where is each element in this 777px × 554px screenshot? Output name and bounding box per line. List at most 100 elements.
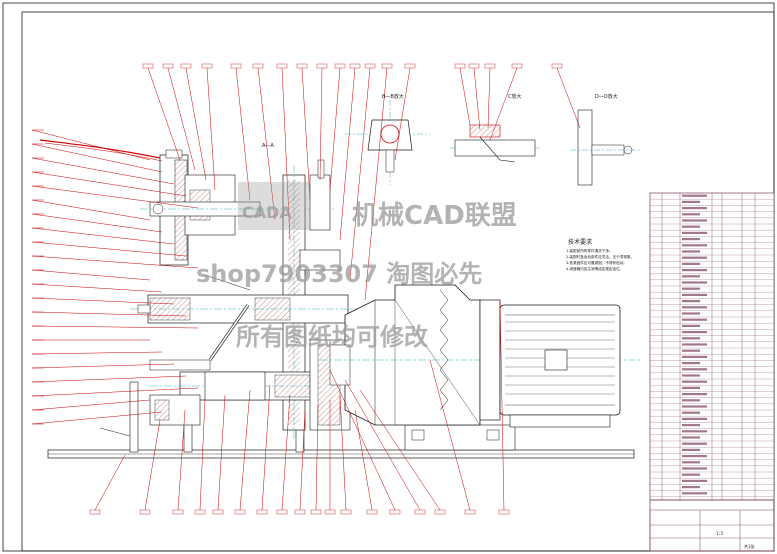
leader-line — [31, 325, 199, 329]
parts-list-entry-mark — [682, 306, 707, 309]
sheet-count: 共1张 — [744, 543, 754, 549]
parts-list-entry-mark — [682, 219, 707, 222]
leader-line — [349, 67, 371, 281]
leader-line — [144, 419, 161, 511]
callout-tag — [180, 63, 192, 69]
leader-line — [31, 363, 175, 369]
leader-line — [31, 255, 199, 269]
gear-reducer — [320, 284, 640, 426]
upper-flange-assembly — [39, 139, 335, 266]
callout-tag — [340, 509, 352, 515]
parts-list-entry-mark — [682, 405, 707, 408]
parts-list-entry-mark — [682, 231, 707, 234]
leader-line — [339, 67, 356, 241]
detail-label-c: C放大 — [508, 93, 522, 100]
parts-list-entry-mark — [682, 318, 707, 321]
leader-line — [257, 67, 276, 221]
watermark-line-2: shop7903307 淘图必先 — [196, 260, 482, 288]
callout-tag — [296, 63, 308, 69]
callout-tag — [389, 509, 401, 515]
leader-line — [31, 399, 151, 411]
parts-list-entry-mark — [682, 467, 707, 470]
leader-line — [487, 67, 491, 129]
parts-list-entry-mark — [682, 300, 700, 303]
leader-line — [556, 67, 581, 129]
leader-line — [281, 67, 291, 241]
callout-tag — [252, 63, 264, 69]
callout-tag — [434, 509, 446, 515]
detail-view-d — [570, 109, 640, 186]
detail-view-c — [450, 124, 540, 163]
leader-line — [31, 157, 175, 185]
tech-req-line: 4.减速器内加注润滑油至规定油位。 — [566, 266, 623, 271]
leader-line — [459, 67, 471, 126]
parts-list-entry-mark — [682, 256, 707, 259]
callout-tag — [454, 63, 466, 69]
parts-list-entry-mark — [682, 393, 707, 396]
leader-line — [261, 384, 271, 511]
pointer-line — [99, 427, 131, 437]
callout-tag — [276, 63, 288, 69]
watermark-line-1: 机械CAD联盟 — [352, 201, 517, 231]
section-label-a: A—A — [262, 143, 274, 149]
tech-req-line: 2.装配时各运动部件应灵活，无卡滞现象。 — [566, 254, 634, 259]
leader-line — [31, 297, 175, 305]
leader-line — [31, 241, 187, 257]
parts-list-entry-mark — [682, 269, 707, 272]
callout-tag — [310, 509, 322, 515]
tech-req-line: 1.装配前所有零件清洗干净。 — [566, 248, 613, 253]
parts-list-entry-mark — [682, 337, 700, 340]
callout-tag — [498, 509, 510, 515]
callout-tag — [414, 509, 426, 515]
parts-list-entry-mark — [682, 293, 707, 296]
parts-list-entry-mark — [682, 250, 700, 253]
leader-line — [31, 351, 163, 355]
callout-tag — [404, 63, 416, 69]
leader-line — [199, 399, 206, 511]
callout-tag — [364, 63, 376, 69]
callout-tag — [381, 63, 393, 69]
parts-list-entry-mark — [682, 238, 700, 241]
leader-line — [31, 185, 199, 209]
section-label-b: B—B放大 — [382, 93, 404, 100]
part-number-leaders — [31, 63, 581, 515]
technical-requirements: 技术要求 1.装配前所有零件清洗干净。 2.装配时各运动部件应灵活，无卡滞现象。… — [566, 238, 634, 271]
callout-tag — [142, 63, 154, 69]
callout-tag — [234, 509, 246, 515]
watermark: CADA 机械CAD联盟 shop7903307 淘图必先 所有图纸均可修改 — [196, 182, 517, 351]
parts-list-entry-mark — [682, 194, 707, 197]
tech-req-line: 3.各紧固件应可靠紧固，不得有松动。 — [566, 260, 627, 265]
callout-tag — [201, 63, 213, 69]
leader-line — [354, 409, 373, 511]
parts-list-table — [649, 192, 775, 501]
watermark-logo-text: CADA — [242, 203, 292, 222]
leader-line — [147, 67, 181, 161]
parts-list-entry-mark — [682, 355, 707, 358]
callout-tag — [276, 509, 288, 515]
leader-line — [177, 409, 186, 511]
tech-req-title: 技术要求 — [568, 238, 592, 246]
callout-tag — [316, 63, 328, 69]
watermark-logo — [238, 182, 310, 230]
leader-line — [31, 171, 187, 197]
leader-line — [301, 67, 311, 201]
callout-tag — [468, 63, 480, 69]
parts-list-entry-mark — [682, 287, 700, 290]
callout-tag — [551, 63, 563, 69]
leader-line — [329, 369, 396, 511]
leader-line — [31, 311, 187, 317]
parts-list-entry-mark — [682, 380, 707, 383]
parts-list-entry-mark — [682, 213, 700, 216]
leader-line — [31, 375, 187, 383]
parts-list-entry-mark — [682, 442, 707, 445]
callout-tag — [294, 509, 306, 515]
callout-tag — [256, 509, 268, 515]
parts-list-entry-mark — [682, 473, 700, 476]
parts-list-entry-mark — [682, 386, 700, 389]
title-block: 1:5 共1张 — [649, 499, 775, 552]
leader-line — [339, 394, 347, 511]
parts-list-entry-mark — [682, 275, 700, 278]
section-label-d: D—D放大 — [595, 93, 618, 100]
callout-tag — [172, 509, 184, 515]
